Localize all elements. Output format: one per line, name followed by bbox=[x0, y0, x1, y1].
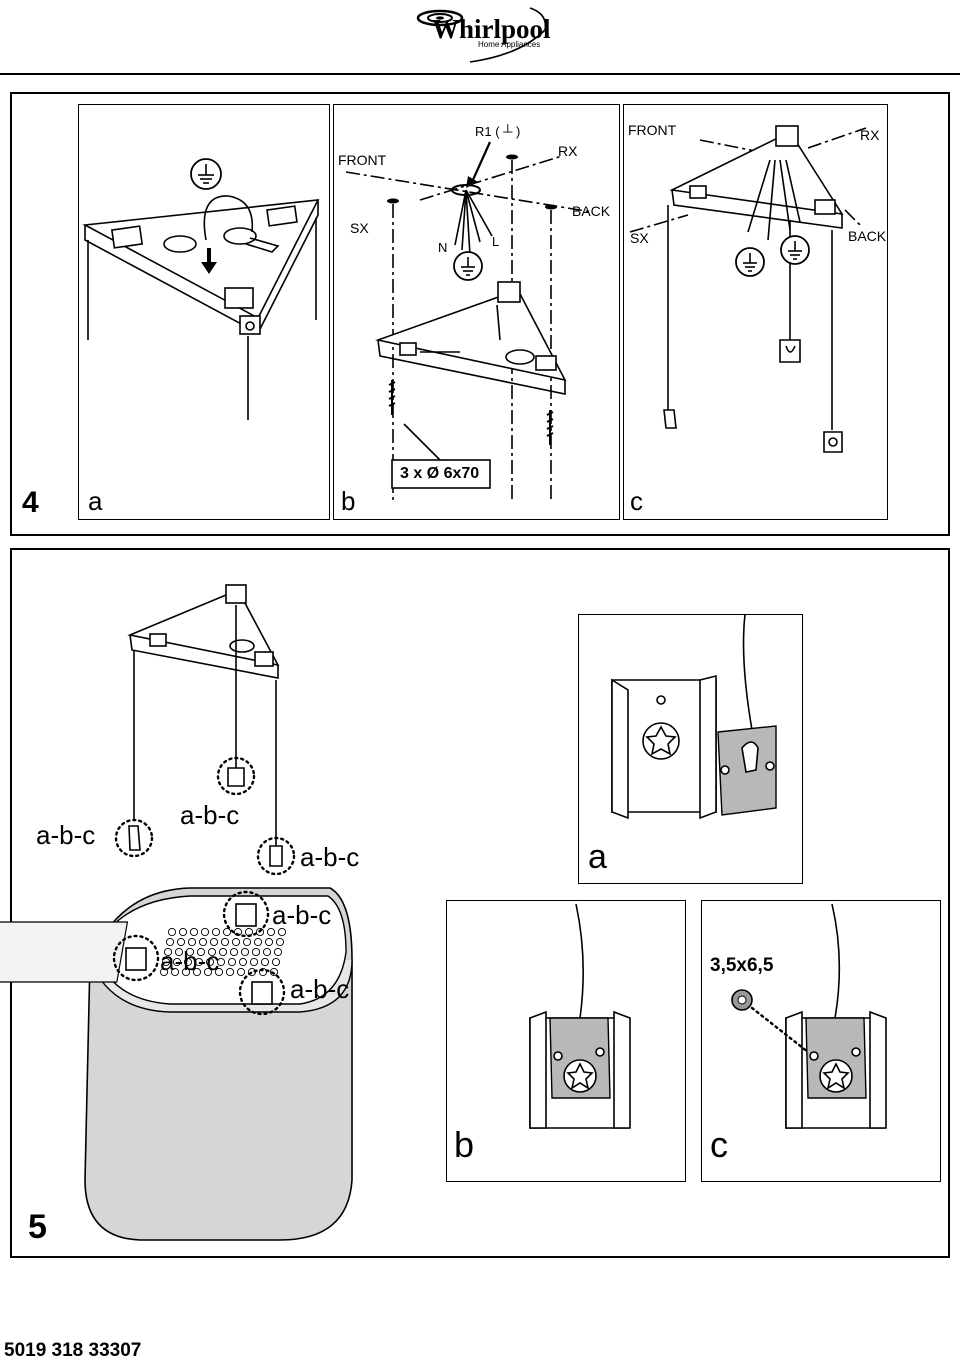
brand-name: Whirlpool bbox=[432, 14, 551, 44]
panel-a-letter: a bbox=[88, 486, 103, 516]
panel-b-l-label: L bbox=[492, 234, 500, 249]
detail-a-letter: a bbox=[588, 838, 607, 876]
step-4-panel-c bbox=[623, 104, 888, 520]
panel-c-drawing bbox=[629, 125, 867, 453]
detail-c-frame bbox=[701, 900, 941, 1182]
step-4-panel-a bbox=[78, 104, 330, 520]
ground-icon-b bbox=[453, 251, 483, 281]
panel-c-back-label: BACK bbox=[848, 228, 887, 244]
detail-b-letter: b bbox=[454, 1124, 475, 1165]
panel-b-sx-label: SX bbox=[350, 220, 369, 236]
screw-spec-label: 3 x Ø 6x70 bbox=[400, 465, 480, 482]
detail-b-frame bbox=[446, 900, 686, 1182]
panel-b-front-label: FRONT bbox=[338, 152, 387, 168]
panel-c-front-label: FRONT bbox=[628, 122, 677, 138]
ground-icon-a bbox=[190, 158, 222, 190]
panel-c-rx-label: RX bbox=[860, 127, 880, 143]
panel-b-r1-label: R1 ( ┴ ) bbox=[475, 124, 521, 139]
brand-subtitle: Home Appliances bbox=[478, 40, 541, 49]
step-5-number: 5 bbox=[28, 1208, 47, 1246]
callout-label-1: a-b-c bbox=[36, 820, 96, 850]
detail-c-letter: c bbox=[710, 1124, 728, 1165]
panel-b-drawing bbox=[345, 141, 593, 500]
callout-label-6: a-b-c bbox=[290, 974, 350, 1004]
panel-b-rx-label: RX bbox=[558, 143, 578, 159]
detail-a-frame bbox=[578, 614, 803, 884]
step-4-frame bbox=[10, 92, 950, 536]
ground-icon-c1 bbox=[735, 247, 765, 277]
step-4-panel-b bbox=[333, 104, 620, 520]
whirlpool-logo bbox=[0, 7, 960, 75]
callout-label-4: a-b-c bbox=[272, 900, 332, 930]
document-code: 5019 318 33307 bbox=[4, 1340, 142, 1361]
callout-label-3: a-b-c bbox=[300, 842, 360, 872]
panel-a-plate bbox=[82, 195, 320, 420]
panel-b-back-label: BACK bbox=[572, 203, 611, 219]
detail-c-screw-spec: 3,5x6,5 bbox=[710, 955, 774, 976]
callout-label-5: a-b-c bbox=[160, 946, 220, 976]
panel-b-n-label: N bbox=[438, 240, 448, 255]
step-5-frame bbox=[10, 548, 950, 1258]
panel-c-letter: c bbox=[630, 486, 643, 516]
step-4-number: 4 bbox=[22, 486, 39, 519]
ground-icon-c2 bbox=[780, 235, 810, 265]
panel-c-sx-label: SX bbox=[630, 230, 649, 246]
panel-b-letter: b bbox=[341, 486, 356, 516]
callout-label-2: a-b-c bbox=[180, 800, 240, 830]
step-4-drawings bbox=[82, 125, 867, 500]
